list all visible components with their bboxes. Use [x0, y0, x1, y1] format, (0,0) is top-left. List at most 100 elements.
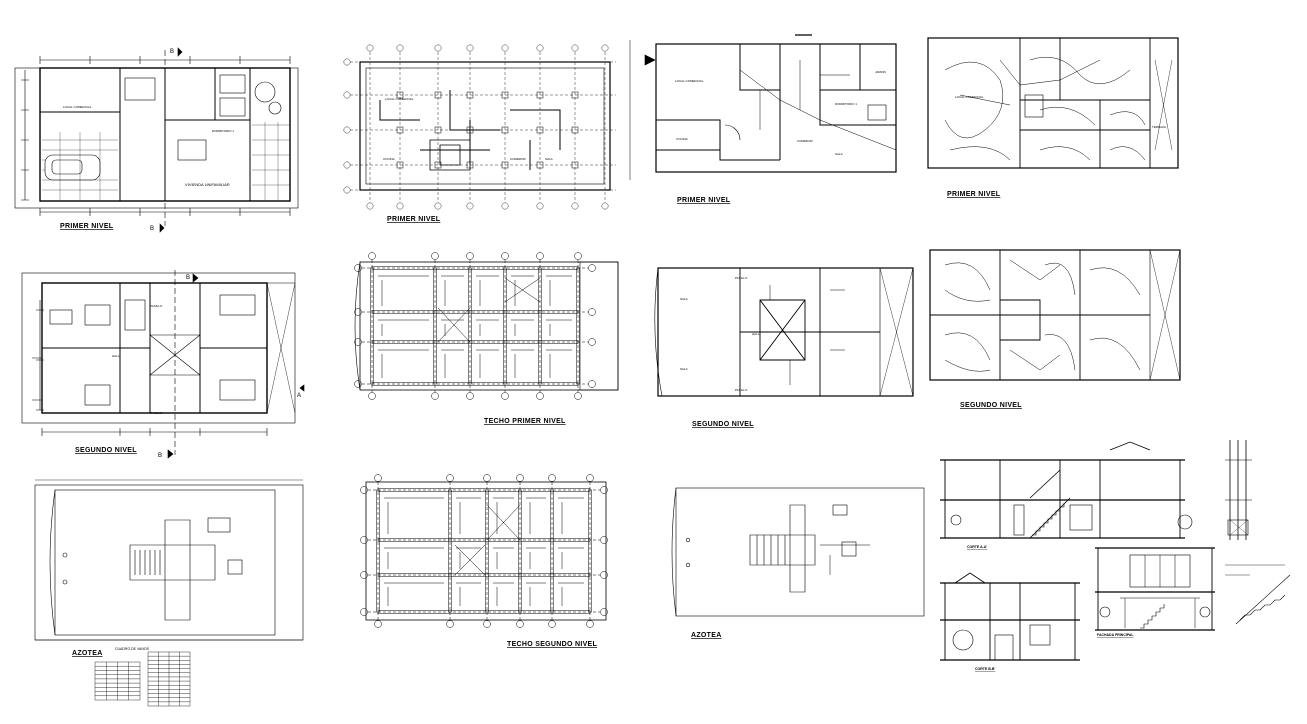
room-label-jardin: JARDIN: [875, 70, 886, 74]
grid-bubble: [466, 44, 474, 52]
structural-column: [434, 91, 442, 99]
grid-bubble: [501, 44, 509, 52]
grid-bubble: [536, 392, 544, 400]
beam: [371, 340, 579, 344]
beam: [371, 382, 579, 386]
structural-column: [571, 91, 579, 99]
room-label-local-2: LOCAL COMERCIAL: [385, 97, 414, 101]
grid-bubble: [516, 620, 524, 628]
grid-bubble: [571, 202, 579, 210]
drawing-title: SEGUNDO NIVEL: [692, 421, 754, 428]
grid-bubble: [548, 474, 556, 482]
room-label-sala-3: SALA: [835, 152, 843, 156]
grid-bubble: [343, 161, 351, 169]
plan-roof-framing-second-floor: TECHO SEGUNDO NIVEL: [360, 474, 608, 648]
beam: [371, 266, 579, 270]
section-b-b: CORTE B-B': [940, 572, 1080, 671]
room-label-cocina-2: COCINA: [383, 157, 395, 161]
beam: [377, 610, 591, 614]
grid-bubble: [574, 392, 582, 400]
beam: [377, 538, 591, 542]
grid-bubble: [354, 264, 362, 272]
front-elevation: FACHADA PRINCIPAL: [1095, 547, 1215, 637]
plan-architectural-first-floor: B B LOCAL COMERCIAL VIVIENDA UNIFAMILIAR…: [14, 47, 299, 233]
drawing-title: PRIMER NIVEL: [947, 191, 1001, 198]
grid-bubble: [501, 392, 509, 400]
room-label-local: LOCAL COMERCIAL: [63, 105, 92, 109]
drawing-title: AZOTEA: [691, 632, 722, 639]
structural-column: [571, 161, 579, 169]
grid-bubble: [374, 620, 382, 628]
grid-bubble: [354, 338, 362, 346]
grid-bubble: [343, 126, 351, 134]
grid-bubble: [466, 202, 474, 210]
drawing-title: PRIMER NIVEL: [387, 216, 441, 223]
room-label-vivienda: VIVIENDA UNIFAMILIAR: [185, 182, 230, 187]
plan-sanitary-second-floor: PASILLO PASILLO SALA SALA HALL SEGUNDO N…: [654, 267, 914, 428]
beam: [371, 310, 579, 314]
grid-bubble: [360, 536, 368, 544]
grid-bubble: [446, 474, 454, 482]
drawing-title: TECHO SEGUNDO NIVEL: [507, 641, 598, 648]
grid-bubble: [588, 338, 596, 346]
structural-column: [396, 126, 404, 134]
grid-bubble: [374, 474, 382, 482]
grid-bubble: [601, 202, 609, 210]
grid-bubble: [354, 380, 362, 388]
grid-bubble: [396, 202, 404, 210]
section-mark-b-top-2: B: [186, 275, 190, 281]
room-label-local-4: LOCAL COMERCIAL: [955, 95, 984, 99]
beam: [377, 488, 591, 492]
plan-architectural-second-floor: B B A PASILLO PASILLO HALL SEGUNDO NIVEL: [21, 270, 305, 459]
grid-bubble: [366, 202, 374, 210]
grid-bubble: [536, 202, 544, 210]
room-label-pasillo-5b: PASILLO: [150, 411, 163, 415]
grid-bubble: [600, 486, 608, 494]
structural-column: [501, 161, 509, 169]
grid-bubble: [446, 620, 454, 628]
beam: [550, 489, 554, 613]
structural-column: [396, 91, 404, 99]
grid-bubble: [354, 308, 362, 316]
structural-column: [571, 126, 579, 134]
drawing-title: SEGUNDO NIVEL: [960, 402, 1022, 409]
section-mark-b-bottom-2: B: [158, 453, 162, 459]
room-label-hall-7: HALL: [752, 332, 760, 336]
room-label-sala-7: SALA: [680, 297, 688, 301]
grid-bubble: [588, 308, 596, 316]
grid-bubble: [434, 202, 442, 210]
grid-bubble: [366, 44, 374, 52]
grid-bubble: [466, 392, 474, 400]
room-label-hall-5: HALL: [112, 354, 120, 358]
drawing-title: PRIMER NIVEL: [677, 197, 731, 204]
wall-detail: [1225, 440, 1252, 540]
drawing-title: TECHO PRIMER NIVEL: [484, 418, 566, 425]
grid-bubble: [601, 44, 609, 52]
section-mark-b-bottom: B: [150, 226, 154, 232]
grid-bubble: [548, 620, 556, 628]
drawing-title: FACHADA PRINCIPAL: [1097, 633, 1134, 637]
grid-bubble: [501, 202, 509, 210]
grid-bubble: [396, 44, 404, 52]
grid-bubble: [600, 571, 608, 579]
grid-bubble: [360, 571, 368, 579]
plan-roof-framing-first-floor: TECHO PRIMER NIVEL: [354, 252, 619, 425]
structural-column: [536, 161, 544, 169]
grid-bubble: [431, 252, 439, 260]
structural-column: [501, 126, 509, 134]
room-label-sala-7b: SALA: [680, 367, 688, 371]
structural-column: [536, 126, 544, 134]
grid-bubble: [536, 252, 544, 260]
grid-bubble: [588, 264, 596, 272]
grid-bubble: [571, 44, 579, 52]
grid-bubble: [343, 186, 351, 194]
plan-rooftop-2: AZOTEA: [671, 487, 925, 639]
grid-bubble: [431, 392, 439, 400]
grid-bubble: [536, 44, 544, 52]
grid-bubble: [586, 474, 594, 482]
grid-bubble: [600, 536, 608, 544]
stair-detail: [1225, 564, 1291, 625]
grid-bubble: [466, 252, 474, 260]
